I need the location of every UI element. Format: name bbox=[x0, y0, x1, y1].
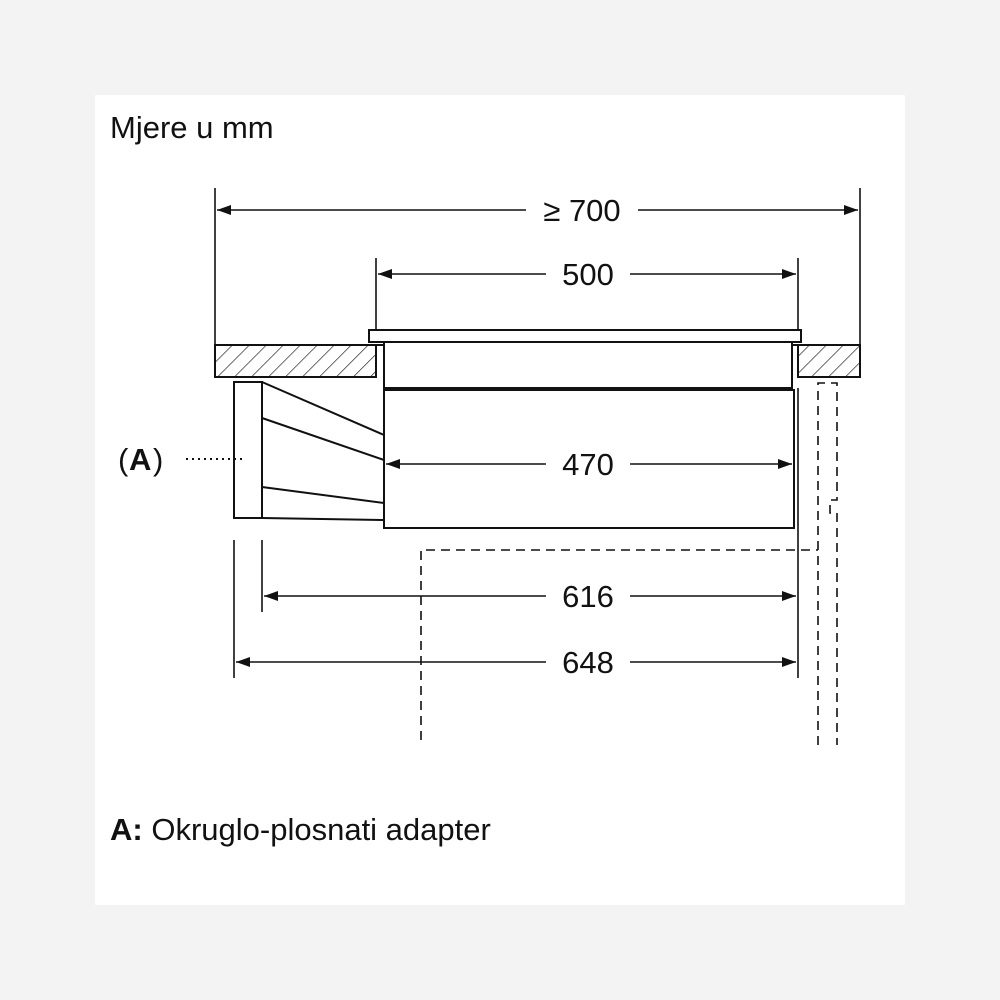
callout-close-paren: ) bbox=[153, 442, 163, 477]
dimension-body-width: 470 bbox=[386, 447, 792, 482]
legend: A: Okruglo-plosnati adapter bbox=[110, 812, 491, 848]
countertop-right bbox=[797, 344, 861, 378]
callout-open-paren: ( bbox=[118, 442, 129, 477]
dimension-depth-inner: 616 bbox=[264, 579, 796, 614]
hob-upper-housing bbox=[376, 341, 798, 389]
dimension-overall: ≥ 700 bbox=[217, 193, 858, 228]
extension-lines bbox=[214, 188, 861, 678]
dimension-body-width-label: 470 bbox=[562, 447, 614, 482]
adapter-a bbox=[233, 381, 385, 521]
legend-text: Okruglo-plosnati adapter bbox=[151, 812, 491, 847]
cabinet-outline-dashed bbox=[420, 382, 838, 745]
dimension-overall-label: ≥ 700 bbox=[543, 193, 620, 228]
units-caption: Mjere u mm bbox=[110, 110, 274, 145]
legend-key: A: bbox=[110, 812, 143, 847]
dimension-depth-outer: 648 bbox=[236, 645, 796, 680]
callout-a: ( A ) bbox=[118, 442, 243, 477]
dimension-top-width: 500 bbox=[378, 257, 796, 292]
dimension-top-width-label: 500 bbox=[562, 257, 614, 292]
callout-letter: A bbox=[129, 442, 151, 477]
countertop-left bbox=[214, 344, 377, 378]
dimension-depth-outer-label: 648 bbox=[562, 645, 614, 680]
hob-glass-top bbox=[368, 329, 802, 343]
dimension-depth-inner-label: 616 bbox=[562, 579, 614, 614]
